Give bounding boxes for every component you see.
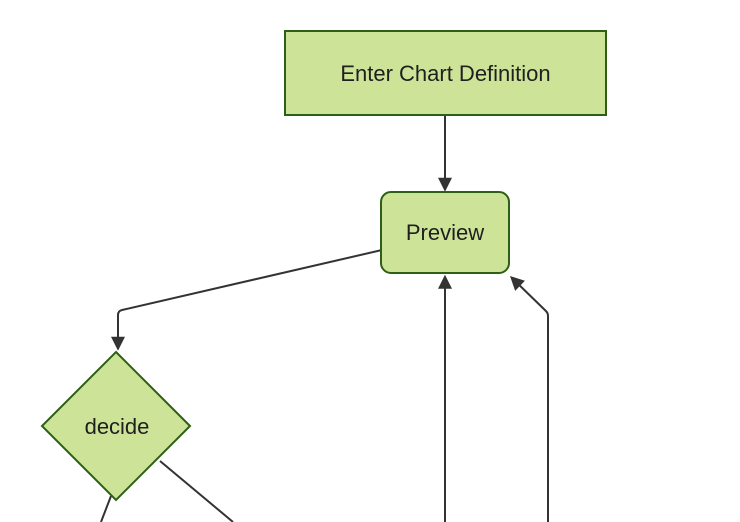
node-enter-chart-definition: Enter Chart Definition <box>284 30 607 116</box>
decide-label: decide <box>85 414 150 439</box>
preview-rounded-rectangle <box>380 191 510 274</box>
enter-chart-definition-rectangle <box>284 30 607 116</box>
edge-decide-to-offscreen-bottom-left <box>100 495 112 522</box>
node-preview: Preview <box>380 191 510 274</box>
preview-label: Preview <box>406 220 484 245</box>
edge-preview-to-decide <box>111 249 383 351</box>
edge-offscreen-bottom-2-to-preview <box>509 276 549 522</box>
decide-diamond <box>40 350 192 502</box>
node-decide: decide <box>40 350 192 502</box>
edge-decide-to-offscreen-bottom-right <box>159 460 234 522</box>
enter-chart-definition-label: Enter Chart Definition <box>340 61 550 86</box>
